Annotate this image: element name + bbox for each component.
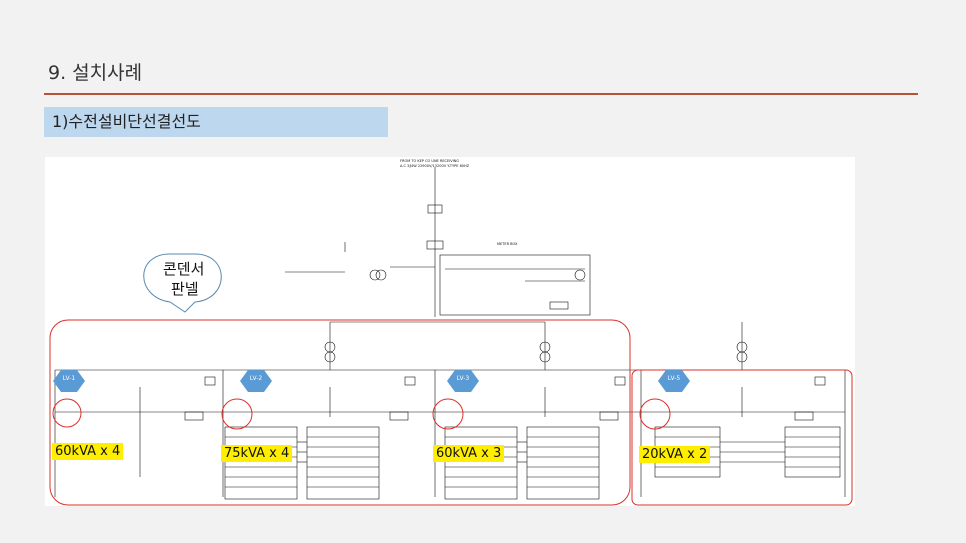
hex-lv3: LV-3 <box>447 370 479 392</box>
diagram-svg: FROM TO KEP CO UNE RECEIVING A.C 3∮4W 22… <box>49 159 853 506</box>
hex-label-lv5: LV-5 <box>668 375 681 382</box>
single-line-diagram: FROM TO KEP CO UNE RECEIVING A.C 3∮4W 22… <box>45 157 855 506</box>
group-outline-lv5 <box>631 369 853 506</box>
group-outline-main <box>49 319 631 506</box>
incoming-note-1: FROM TO KEP CO UNE RECEIVING <box>400 159 459 163</box>
callout-bubble <box>143 253 222 313</box>
section-subtitle: 1)수전설비단선결선도 <box>44 107 388 137</box>
capacity-label-lv5: 20kVA x 2 <box>639 446 711 463</box>
callout-line-2: 판넬 <box>171 280 199 298</box>
hex-label-lv2: LV-2 <box>250 375 263 382</box>
hex-label-lv3: LV-3 <box>457 375 470 382</box>
capacitor-circle-lv1 <box>52 398 82 428</box>
capacity-label-lv1: 60kVA x 4 <box>52 443 124 460</box>
title-divider <box>44 93 918 95</box>
capacity-label-lv2: 75kVA x 4 <box>221 445 293 462</box>
capacitor-circle-lv2 <box>221 398 253 430</box>
hex-label-lv1: LV-1 <box>63 375 76 382</box>
meter-box-label: METER BOX <box>497 242 518 246</box>
capacity-label-lv3: 60kVA x 3 <box>433 445 505 462</box>
capacitor-circle-lv3 <box>432 398 464 430</box>
hex-lv2: LV-2 <box>240 370 272 392</box>
hex-lv1: LV-1 <box>53 370 85 392</box>
incoming-note-2: A.C 3∮4W 22900V/13200V Y-TYPE 60HZ <box>400 164 470 168</box>
callout-line-1: 콘덴서 <box>163 260 204 278</box>
capacitor-circle-lv5 <box>639 398 671 430</box>
page-title: 9. 설치사례 <box>48 62 143 84</box>
hex-lv5: LV-5 <box>658 370 690 392</box>
